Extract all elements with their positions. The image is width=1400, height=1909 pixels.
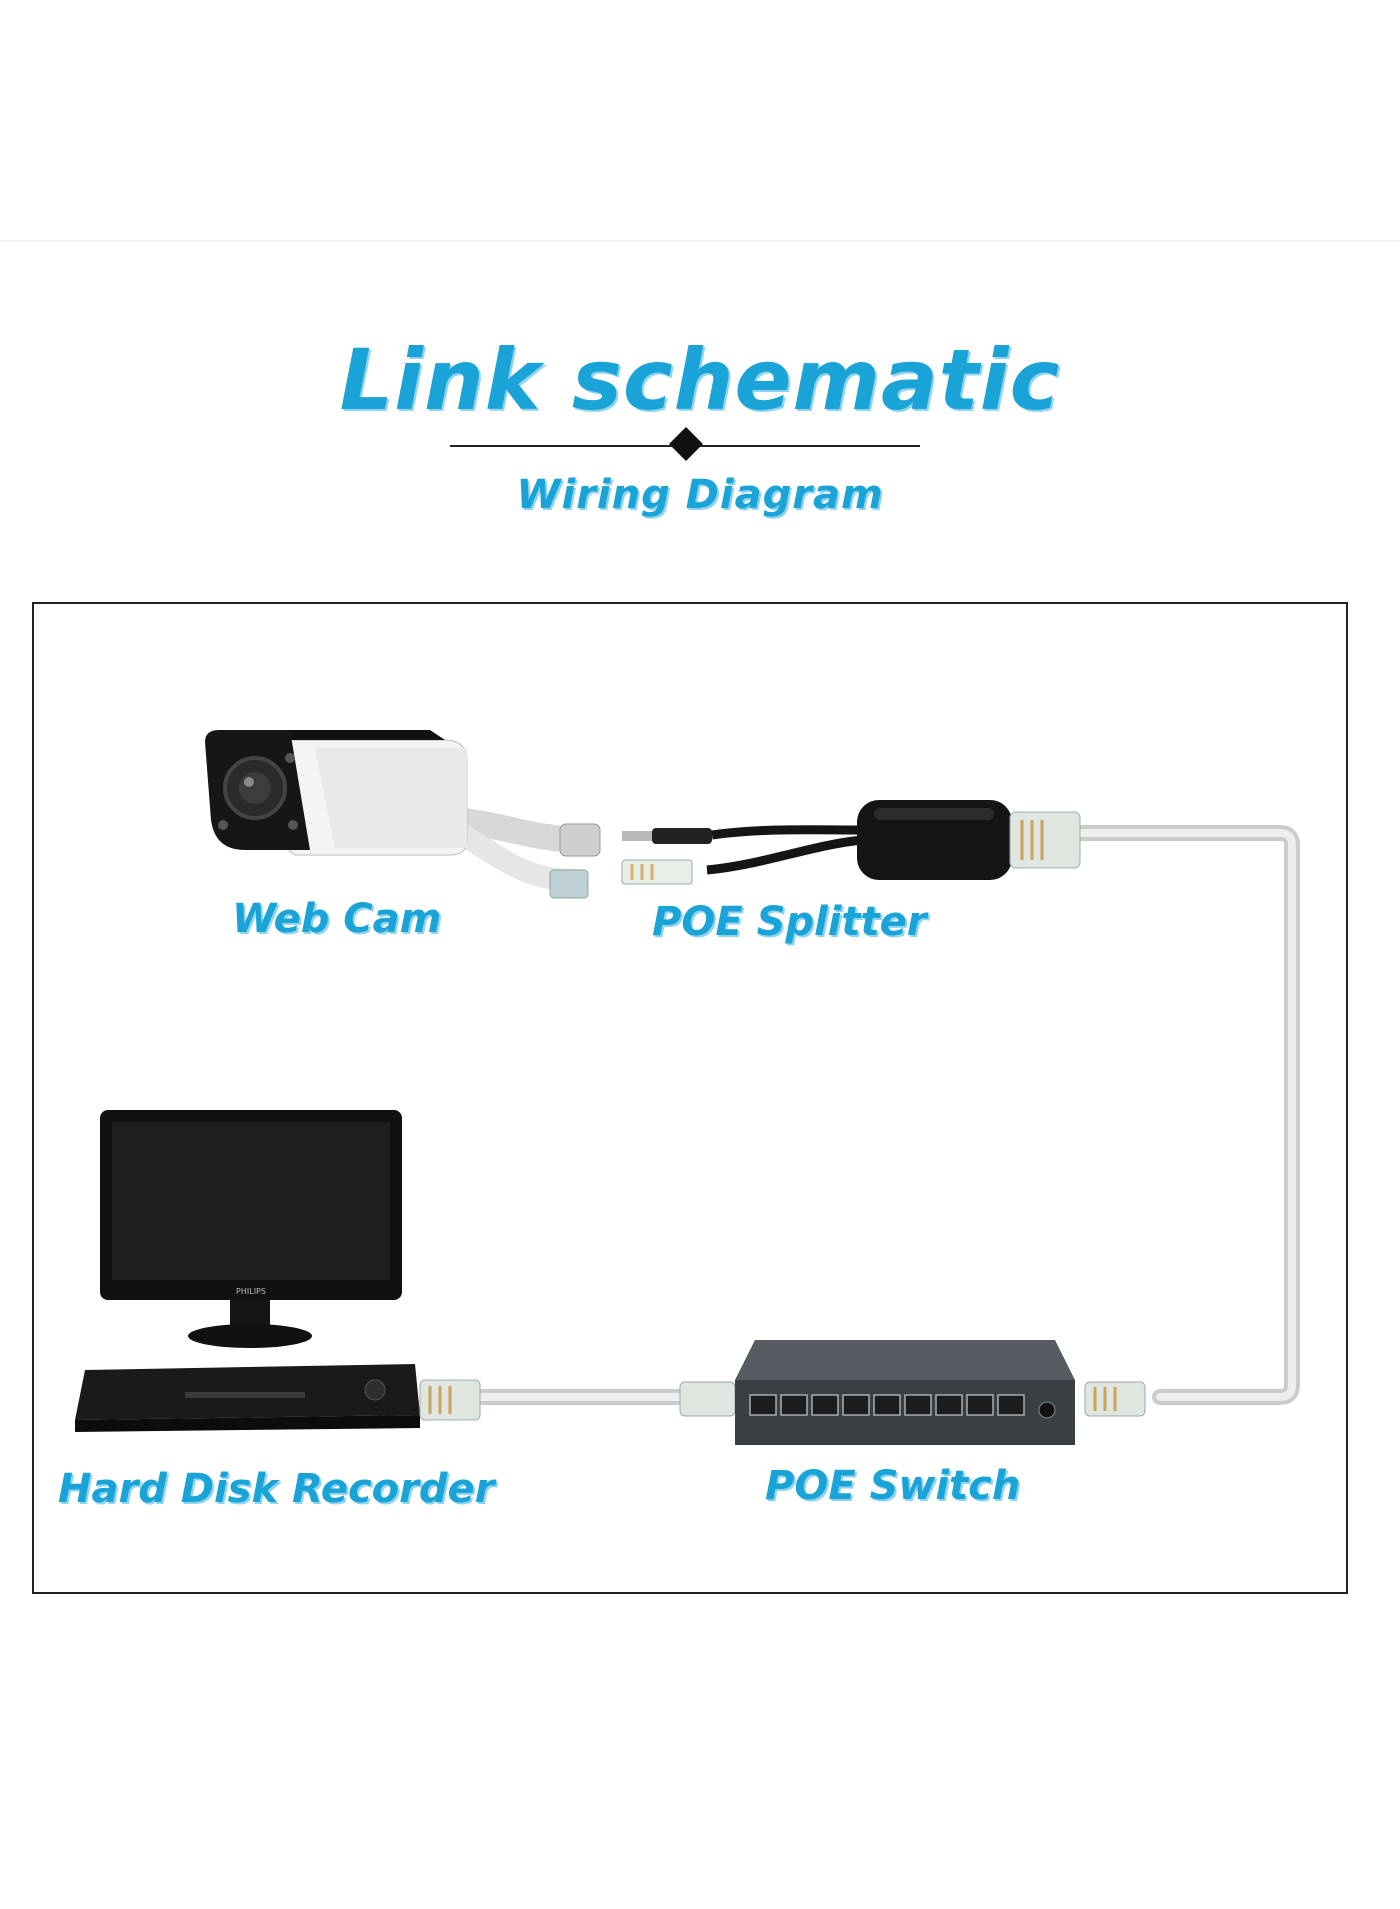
poe-switch-label: POE Switch bbox=[765, 1463, 1021, 1509]
camera-icon bbox=[205, 730, 601, 899]
network-switch-icon bbox=[679, 1340, 1146, 1445]
diagram-frame bbox=[32, 602, 1348, 1594]
top-rule bbox=[0, 240, 1400, 242]
monitor-icon: PHILIPS bbox=[100, 1110, 402, 1348]
monitor-brand: PHILIPS bbox=[236, 1287, 266, 1296]
diagram-title: Link schematic bbox=[339, 331, 1061, 429]
cable-splitter-to-switch bbox=[1067, 825, 1300, 1405]
poe-splitter-icon bbox=[621, 800, 1081, 885]
poe-splitter-label: POE Splitter bbox=[652, 899, 927, 945]
hard-disk-recorder-label: Hard Disk Recorder bbox=[58, 1466, 495, 1512]
diagram-subtitle: Wiring Diagram bbox=[516, 472, 884, 518]
dvr-icon bbox=[75, 1364, 481, 1432]
web-cam-label: Web Cam bbox=[232, 896, 442, 942]
